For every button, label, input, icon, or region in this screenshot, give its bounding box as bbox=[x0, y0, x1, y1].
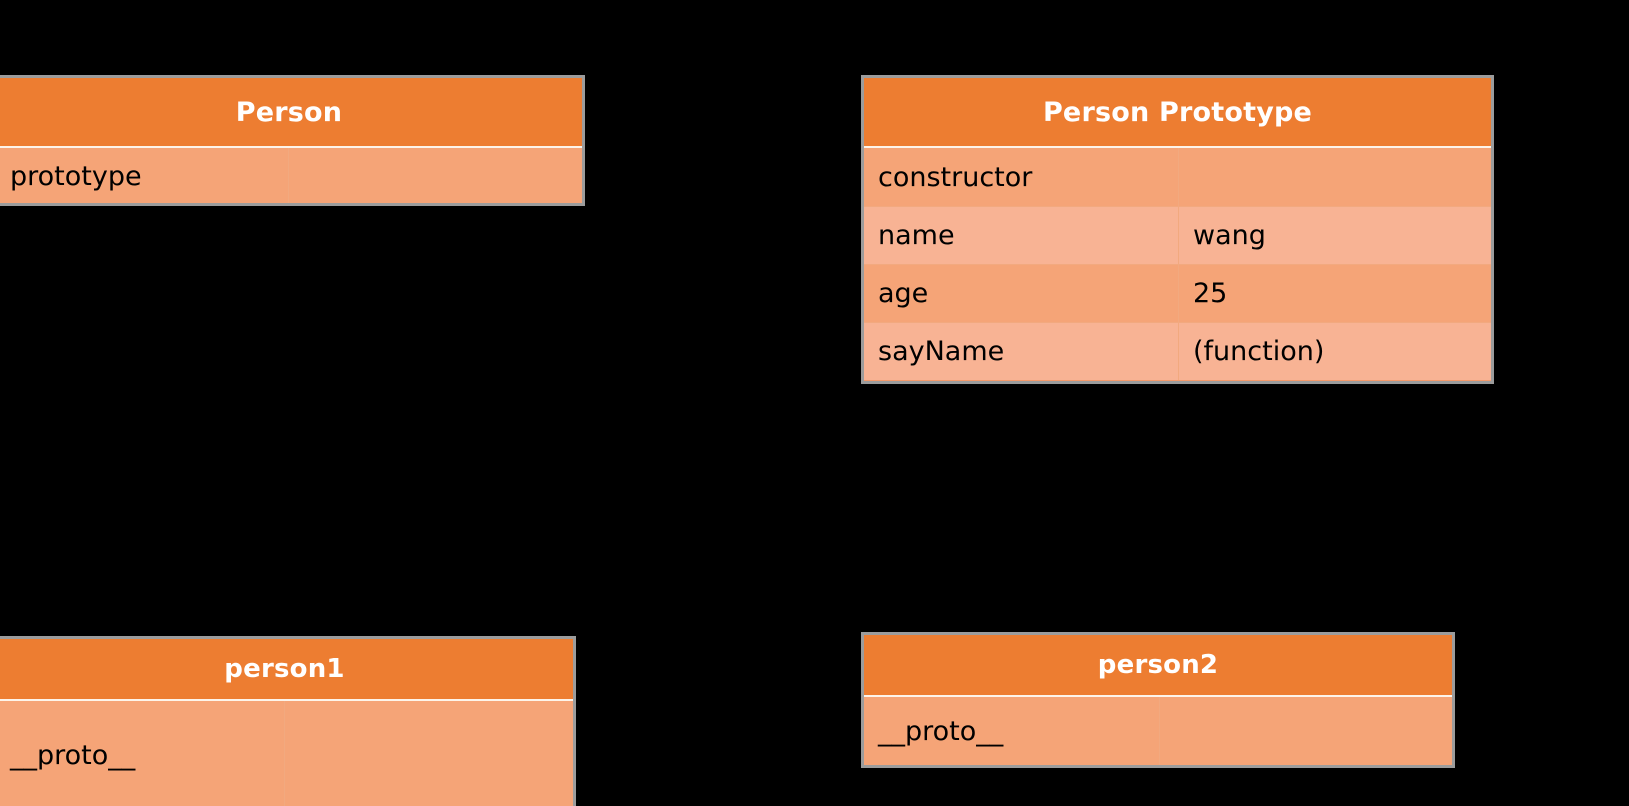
prototype-row-sayname-key: sayName bbox=[864, 323, 1179, 380]
prototype-row-sayname-value: (function) bbox=[1193, 336, 1325, 367]
table-row[interactable]: sayName (function) bbox=[864, 322, 1491, 380]
person-row-prototype-key: prototype bbox=[0, 148, 289, 203]
person2-row-proto-key: __proto__ bbox=[864, 697, 1160, 765]
prototype-row-constructor-value bbox=[1179, 148, 1491, 206]
prototype-row-constructor-key: constructor bbox=[864, 148, 1179, 206]
person-box[interactable]: Person prototype bbox=[0, 75, 585, 206]
table-row[interactable]: __proto__ bbox=[0, 701, 573, 806]
person2-box[interactable]: person2 __proto__ bbox=[861, 632, 1455, 768]
person-box-title: Person bbox=[0, 78, 582, 148]
person1-row-proto-value bbox=[285, 701, 574, 806]
prototype-row-age-value: 25 bbox=[1193, 278, 1228, 309]
table-row[interactable]: prototype bbox=[0, 148, 582, 203]
person1-box-title: person1 bbox=[0, 639, 573, 701]
person1-box[interactable]: person1 __proto__ bbox=[0, 636, 576, 806]
arrow-into-person-prototype-icon bbox=[1166, 58, 1188, 74]
prototype-row-age-key: age bbox=[864, 265, 1179, 322]
arrow-into-person-icon bbox=[281, 58, 303, 74]
table-row[interactable]: constructor bbox=[864, 148, 1491, 206]
person2-row-proto-value bbox=[1160, 697, 1453, 765]
person-prototype-box-title: Person Prototype bbox=[864, 78, 1491, 148]
table-row[interactable]: name wang bbox=[864, 206, 1491, 264]
prototype-row-name-key: name bbox=[864, 207, 1179, 264]
prototype-row-name-value: wang bbox=[1193, 220, 1266, 251]
person1-row-proto-key: __proto__ bbox=[0, 701, 285, 806]
table-row[interactable]: __proto__ bbox=[864, 697, 1452, 765]
table-row[interactable]: age 25 bbox=[864, 264, 1491, 322]
arrow-into-constructor-icon bbox=[846, 166, 862, 188]
person-row-prototype-value bbox=[289, 148, 582, 203]
person-prototype-box[interactable]: Person Prototype constructor name wang a… bbox=[861, 75, 1494, 384]
person2-box-title: person2 bbox=[864, 635, 1452, 697]
